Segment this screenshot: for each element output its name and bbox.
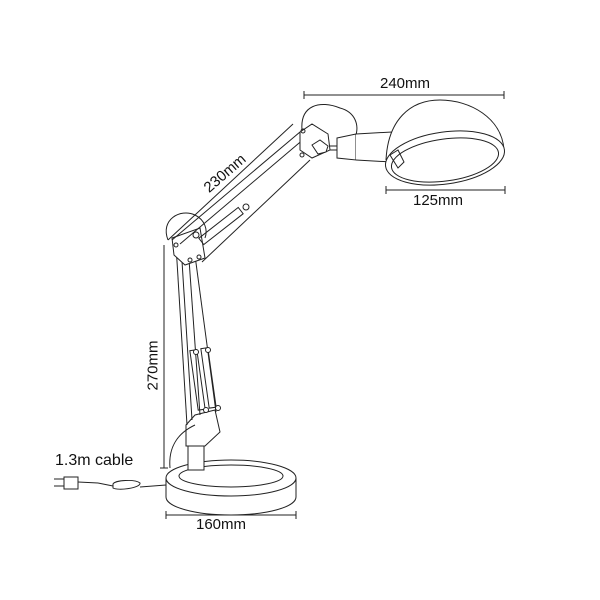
lamp-base [165,459,297,516]
lamp-lower-joint [169,409,221,471]
dimension-125 [385,186,506,194]
lamp-cable [54,476,167,490]
label-125mm: 125mm [413,192,464,209]
label-270mm: 270mm [144,340,162,391]
dimension-230 [167,123,294,241]
lamp-shade [384,99,506,186]
dimension-270 [160,245,168,469]
label-160mm: 160mm [196,516,247,533]
lamp-lower-arm [175,244,221,426]
dimension-240 [303,91,505,99]
label-cable: 1.3m cable [55,452,134,469]
lamp-upper-arm [171,131,311,263]
label-240mm: 240mm [380,75,431,92]
lamp-head-joint [299,104,393,163]
